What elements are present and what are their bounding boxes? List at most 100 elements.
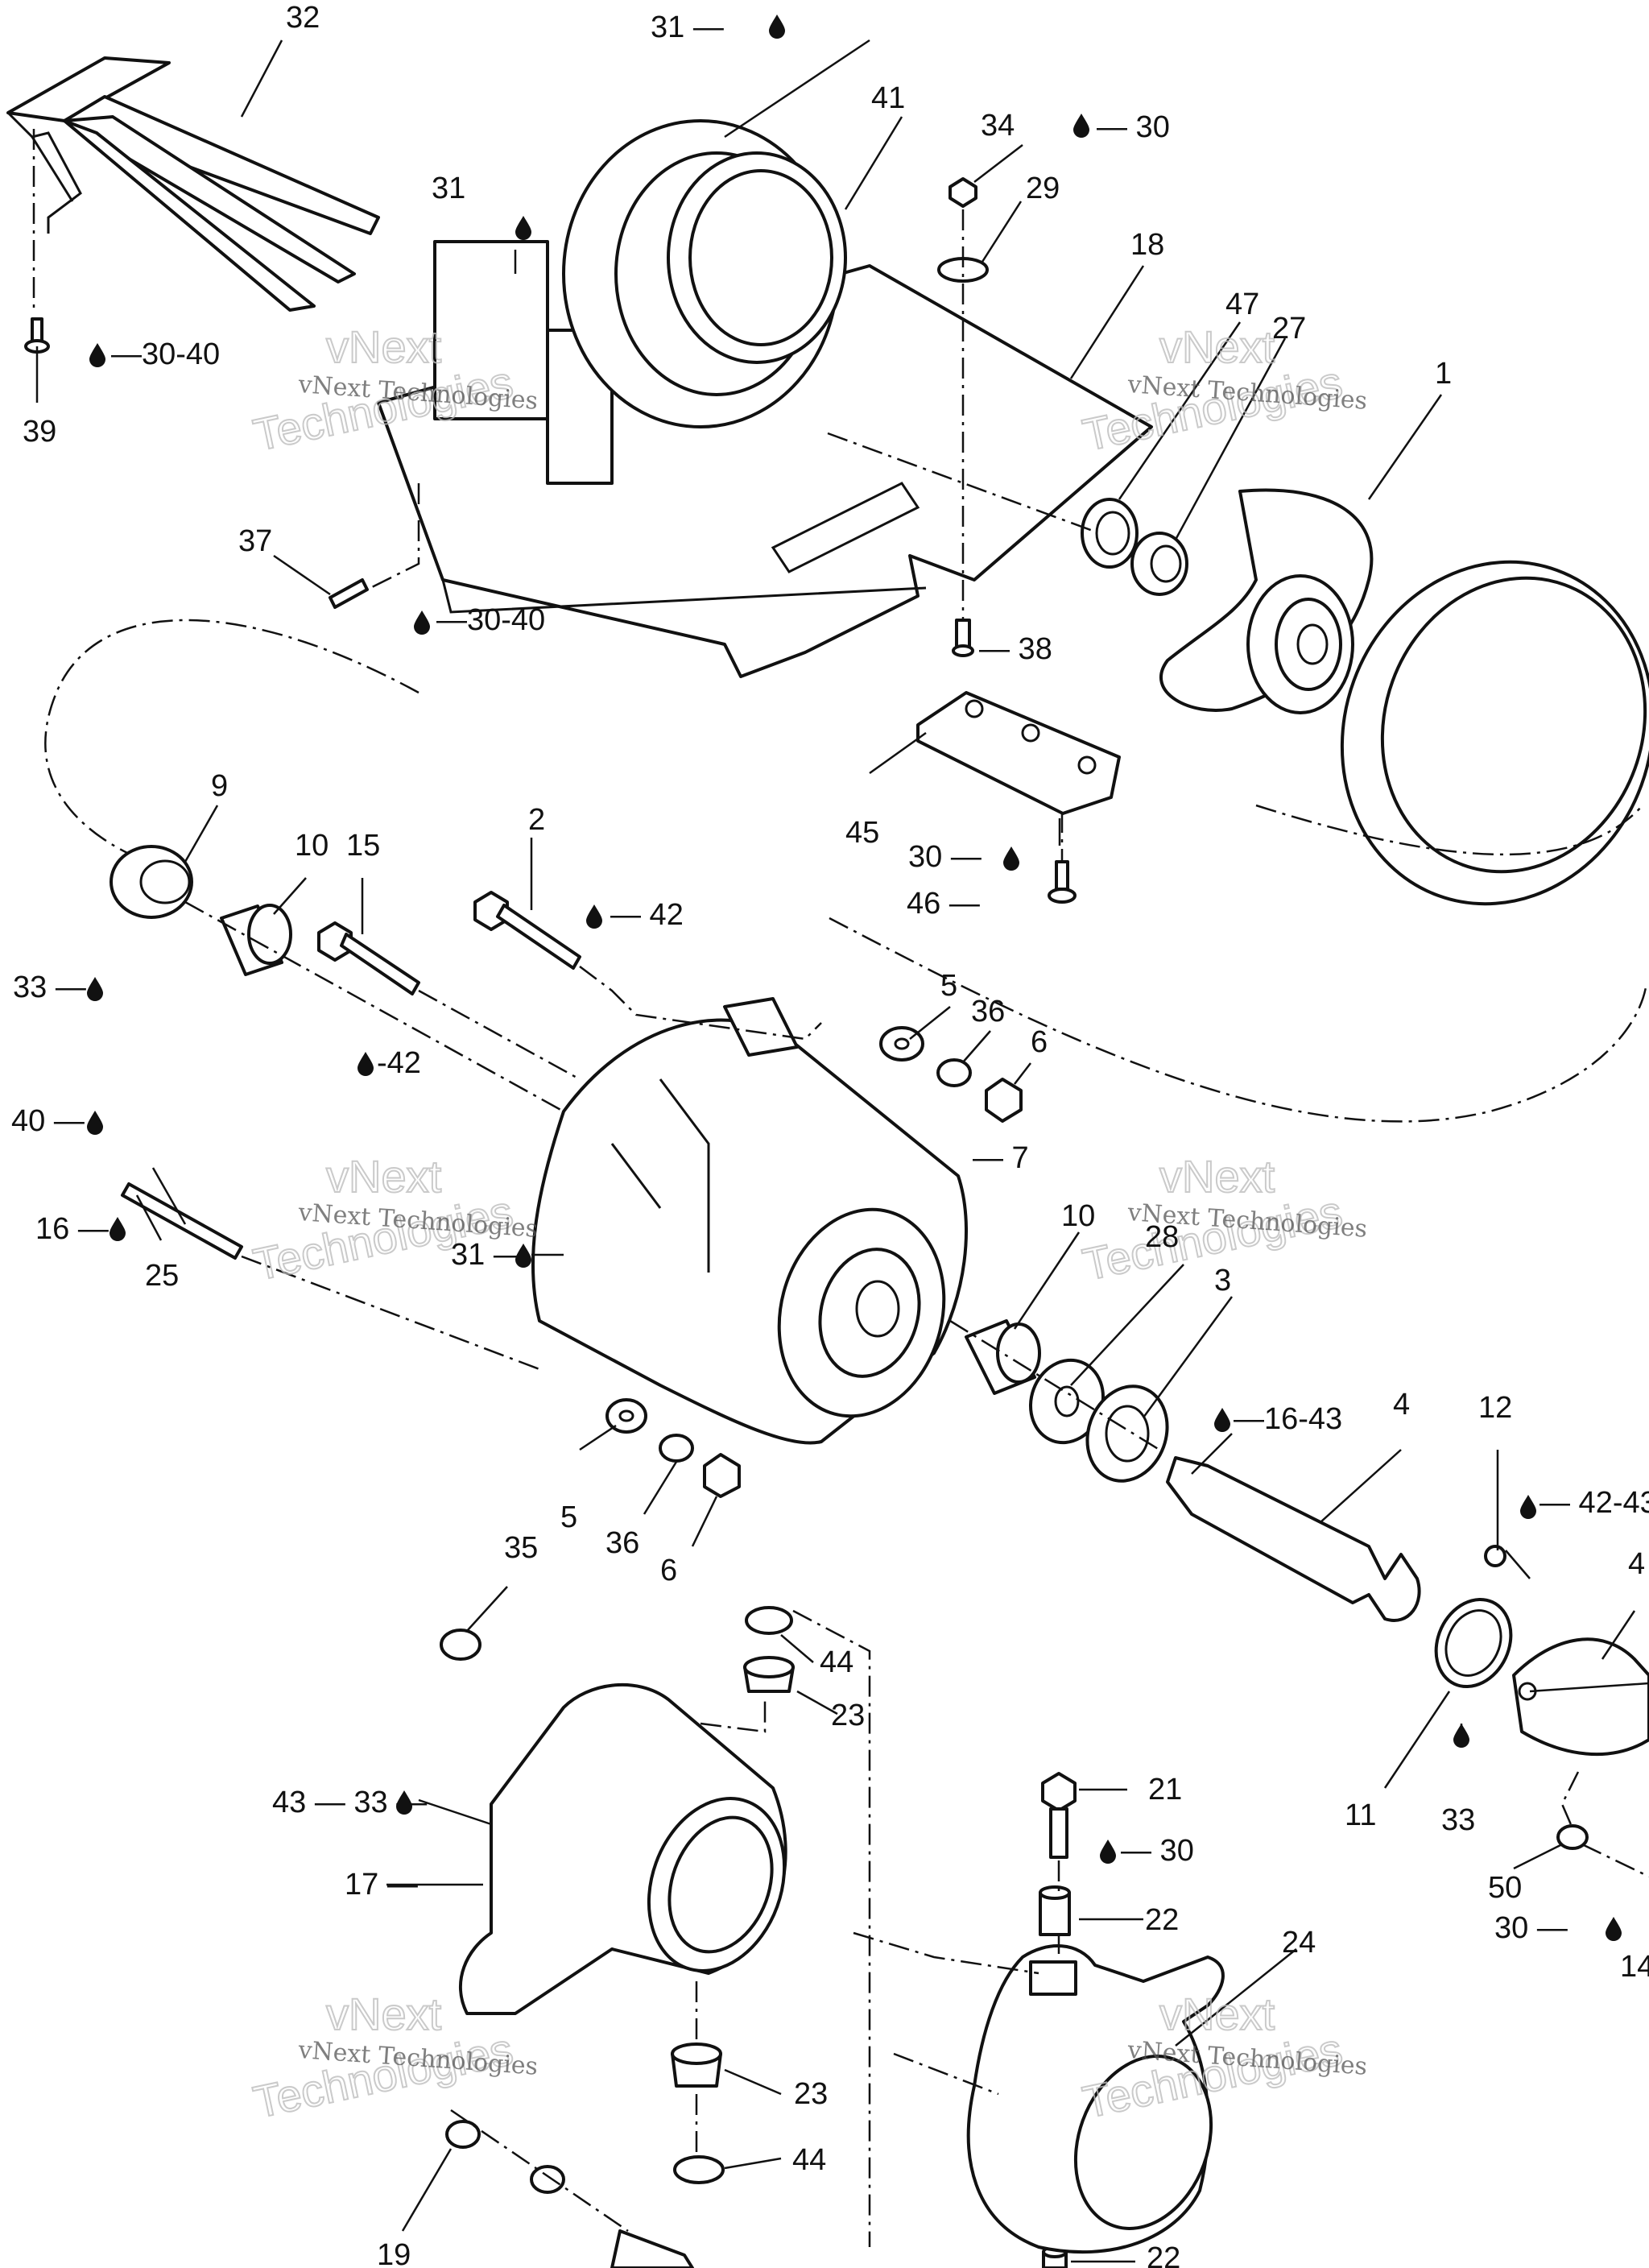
part-50-washer (1556, 1824, 1589, 1850)
callout-label: 36 (971, 995, 1005, 1028)
part-32-intake-grate (6, 56, 380, 312)
callout-label: 33 (1441, 1803, 1475, 1837)
callout-label: 29 (1026, 172, 1060, 205)
callout-label: 23 (831, 1699, 865, 1732)
part-34-nut (948, 177, 977, 208)
drop-icon (586, 904, 602, 929)
watermark-text: vNext (1159, 321, 1275, 372)
callout-label: 50 (1488, 1871, 1522, 1905)
part-9-seal (110, 845, 193, 919)
watermark-top-right: vNext Technologies vNext Technologies (1077, 321, 1368, 461)
drop-icon (1073, 114, 1089, 138)
callout-label: 30 — (908, 840, 982, 874)
part-27-bushing (1130, 532, 1188, 596)
part-19-washer (445, 2120, 481, 2149)
callout-label: 2 (528, 803, 545, 837)
callout-label: 5 (560, 1500, 577, 1534)
part-44-washer-lower (673, 2155, 725, 2184)
callout-label: 22 (1147, 2241, 1180, 2268)
part-44-washer-upper (745, 1606, 793, 1635)
callout-label: 32 (286, 1, 320, 35)
part-36-lockwasher-lower (659, 1434, 694, 1463)
callout-label: -42 (377, 1046, 421, 1080)
drop-icon (1214, 1408, 1230, 1432)
callout-label: — 30 (1121, 1834, 1194, 1868)
part-37-screw (329, 578, 369, 609)
callout-label: 21 (1148, 1773, 1182, 1807)
watermark-text: vNext (326, 321, 442, 372)
callout-label: 33 — (13, 971, 86, 1004)
part-bolt-lower (610, 2229, 694, 2268)
callout-label: 16 — (35, 1212, 109, 1246)
callout-label: 3 (1214, 1264, 1231, 1297)
callout-label: 31 (432, 172, 465, 205)
drop-icon (1100, 1840, 1116, 1864)
drop-icon (414, 610, 430, 635)
callout-label: 25 (145, 1259, 179, 1293)
part-4-shaft (1166, 1456, 1421, 1622)
drop-icon (89, 343, 105, 367)
part-10-bearing-lower (965, 1319, 1041, 1395)
part-18-ride-plate (377, 119, 1153, 678)
part-46-screw (1048, 860, 1077, 904)
callout-label: 34 (981, 109, 1015, 143)
part-6-nut-upper (985, 1078, 1023, 1123)
callout-label: 27 (1272, 312, 1306, 346)
callout-label: 41 (871, 81, 905, 115)
part-11-o-ring (1434, 1597, 1513, 1689)
callout-labels: 32 31 — 41 34 — 30 29 31 18 47 27 1 —30-… (11, 1, 1649, 2268)
drop-icon (1520, 1495, 1536, 1519)
part-15-bolt (317, 921, 420, 995)
part-6-nut-lower (703, 1453, 741, 1498)
callout-label: 31 — (651, 10, 724, 44)
part-1-impeller (1159, 488, 1374, 714)
part-36-lockwasher-upper (936, 1058, 972, 1087)
callout-label: 5 (940, 969, 957, 1003)
part-45-bracket (916, 691, 1121, 815)
part-wear-ring (1340, 560, 1649, 906)
part-23-bushing-upper (743, 1656, 795, 1693)
callout-label: 19 (377, 2238, 411, 2268)
callout-label: 22 (1145, 1903, 1179, 1937)
callout-label: 10 (1061, 1199, 1095, 1233)
watermark-text: vNext (326, 1151, 442, 1202)
watermark-text: vNext (326, 1989, 442, 2039)
part-3-seal (1085, 1384, 1169, 1483)
part-47-seal (1081, 498, 1139, 569)
callout-label: 12 (1478, 1391, 1512, 1425)
part-23-bushing-lower (671, 2042, 722, 2088)
callout-label: 23 (794, 2077, 828, 2111)
watermark-text: vNext (1159, 1151, 1275, 1202)
callout-label: 36 (605, 1526, 639, 1560)
callout-label: 15 (346, 829, 380, 863)
callout-label: 6 (1031, 1025, 1048, 1059)
part-21-bolt (1041, 1772, 1077, 1859)
callout-label: —30-40 (111, 337, 220, 371)
drop-icon (1003, 846, 1019, 871)
drop-icon (1453, 1724, 1469, 1748)
callout-label: 4 (1628, 1547, 1645, 1581)
part-17-venturi (459, 1682, 787, 2015)
callout-label: 30 — (1494, 1911, 1568, 1945)
callout-label: — 30 (1097, 110, 1170, 144)
callout-label: 35 (504, 1531, 538, 1565)
callout-label: 43 — 33 — (272, 1786, 427, 1819)
watermark-text: vNext (1159, 1989, 1275, 2039)
callout-label: — 7 (973, 1141, 1029, 1175)
callout-label: 46 — (907, 887, 980, 921)
callout-label: 44 (820, 1645, 853, 1679)
part-2-bolt (473, 891, 581, 970)
callout-label: 28 (1145, 1220, 1179, 1254)
callout-label: 10 (295, 829, 329, 863)
callout-label: 39 (23, 415, 56, 449)
part-24-steering-nozzle (966, 1944, 1225, 2254)
alignment-lines (32, 129, 1649, 2247)
drop-icon (515, 216, 531, 240)
callout-label: — 38 (979, 632, 1052, 666)
callout-label: — 42-43 (1539, 1486, 1649, 1520)
part-5-washer-lower (605, 1398, 647, 1434)
part-35-o-ring (440, 1629, 481, 1661)
callout-label: 18 (1130, 228, 1164, 262)
leader-lines (35, 39, 1649, 2263)
